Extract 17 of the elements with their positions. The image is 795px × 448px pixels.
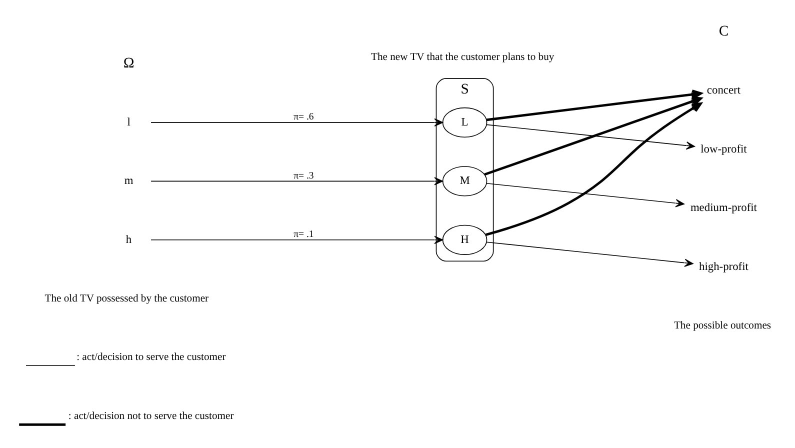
edge-label: π= .6 [294,112,314,123]
node-text: low-profit [700,143,747,156]
label: C [718,24,729,40]
label: The new TV that the customer plans to buy [370,52,554,63]
legend-label: : act/decision not to serve the customer [68,410,234,422]
legend-label: : act/decision to serve the customer [76,352,226,364]
label: The old TV possessed by the customer [44,293,209,304]
edge-label: π= .1 [294,229,314,240]
node-text: medium-profit [690,202,757,214]
node-text: m [124,175,134,188]
node-text: l [127,116,130,128]
node-text: high-profit [699,260,748,273]
edge-label: π= .3 [294,170,314,182]
label: Ω [123,55,134,72]
node-text: concert [706,84,740,97]
label: The possible outcomes [674,320,772,332]
node-text: h [126,234,132,246]
